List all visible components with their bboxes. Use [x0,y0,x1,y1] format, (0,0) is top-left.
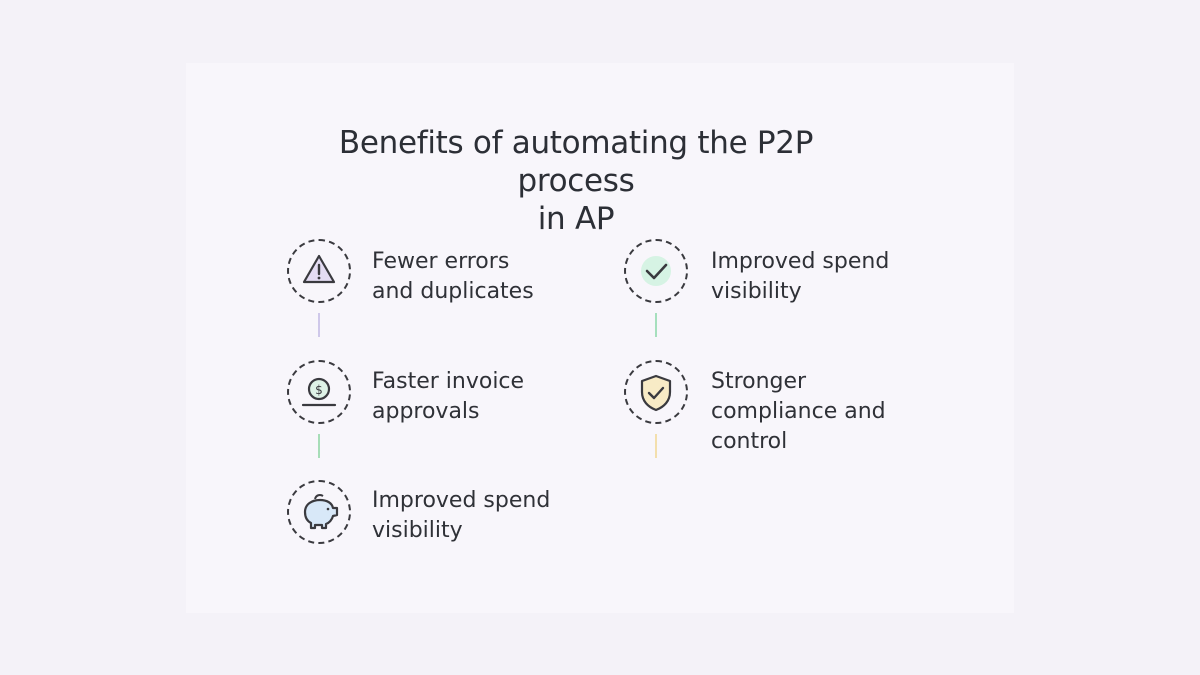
badge-circle: $ [287,360,351,424]
badge-circle [287,239,351,303]
svg-text:$: $ [315,383,323,397]
benefit-label: Faster invoice approvals [372,369,525,424]
coin-hand-icon: $ [301,377,337,407]
benefit-label: Improved spend visibility [372,488,551,543]
shield-check-icon [640,374,672,412]
connector-line [318,434,320,458]
benefit-label: Improved spend visibility [711,249,890,304]
badge-circle [624,360,688,424]
badge-circle [624,239,688,303]
connector-line [655,434,657,458]
badge-circle [287,480,351,544]
warning-icon [302,254,336,284]
benefit-label: Stronger compliance and control [711,369,886,454]
benefit-label: Fewer errors and duplicates [372,249,534,304]
connector-line [655,313,657,337]
checkmark-icon [641,256,671,286]
piggy-bank-icon [303,494,339,530]
connector-line [318,313,320,337]
page-title: Benefits of automating the P2P process i… [338,125,814,237]
